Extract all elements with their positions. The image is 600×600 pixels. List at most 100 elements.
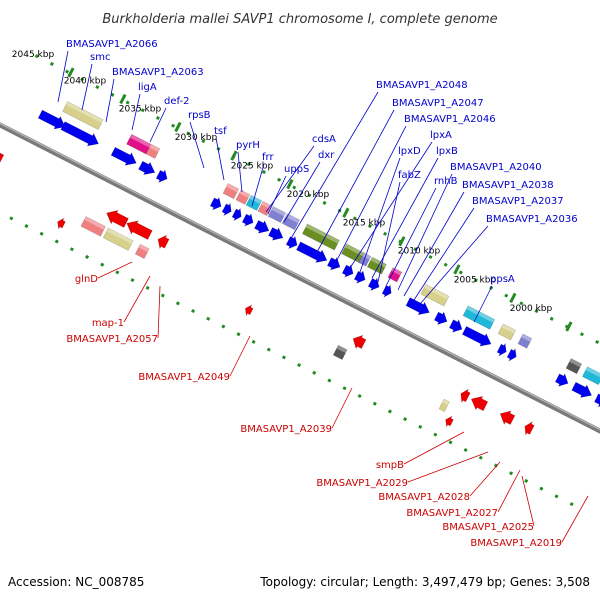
- gene-label-top: lpxB: [436, 146, 458, 157]
- gene-arrow: [221, 202, 232, 217]
- cog-box: [517, 333, 533, 349]
- scale-rail-inner: [569, 502, 574, 507]
- scale-rail-outer: [534, 309, 539, 314]
- gene-arrow-shape: [594, 393, 600, 407]
- leader-line: [105, 78, 115, 123]
- backbone-layer: [0, 122, 600, 434]
- backbone-line: [0, 122, 600, 434]
- leader-line: [81, 63, 93, 111]
- scale-rail-outer: [65, 69, 70, 74]
- gene-arrow: [155, 169, 168, 183]
- scale-rail-inner: [478, 455, 483, 460]
- cog-box-shine: [391, 267, 402, 276]
- leader-line: [407, 451, 489, 483]
- cog-box: [565, 358, 583, 375]
- leader-line: [215, 137, 225, 181]
- leader-line: [397, 173, 453, 291]
- gene-arrow-shape: [106, 210, 129, 228]
- gene-arrow: [461, 326, 492, 347]
- gene-arrow: [594, 393, 600, 407]
- scale-rail-inner: [175, 301, 180, 306]
- gene-label-bottom: BMASAVP1_A2029: [316, 478, 408, 489]
- leader-line: [97, 261, 133, 279]
- scale-rail-outer: [110, 92, 115, 97]
- gene-label-top: BMASAVP1_A2040: [450, 162, 542, 173]
- gene-label-top: BMASAVP1_A2037: [472, 196, 564, 207]
- scale-rail-outer: [595, 339, 600, 344]
- leader-line: [413, 207, 475, 301]
- gene-arrow-shape: [506, 347, 517, 362]
- scale-rail-outer: [277, 177, 282, 182]
- gene-arrow-shape: [367, 277, 380, 291]
- leader-line: [149, 107, 167, 143]
- scale-rail-inner: [312, 370, 317, 375]
- cog-box: [366, 256, 387, 275]
- leader-line: [331, 387, 353, 429]
- gene-arrow-shape: [405, 297, 430, 316]
- gene-label-top: BMASAVP1_A2063: [112, 67, 204, 78]
- gene-arrow-shape: [296, 241, 328, 263]
- cog-box: [80, 216, 106, 237]
- gene-arrow: [326, 256, 341, 271]
- cog-box-shape: [80, 216, 106, 237]
- cog-box-shine: [65, 101, 104, 124]
- gene-arrow: [0, 149, 5, 165]
- cog-box-shape: [134, 243, 150, 259]
- leader-line: [497, 469, 521, 513]
- gene-arrow-shape: [155, 169, 168, 183]
- topology-text: Topology: circular; Length: 3,497,479 bp…: [259, 575, 590, 589]
- cog-box: [438, 398, 450, 412]
- gene-arrow: [433, 311, 448, 325]
- cog-box: [387, 267, 403, 283]
- gene-arrow-shape: [460, 388, 471, 404]
- cog-box: [497, 323, 516, 341]
- cog-box-shine: [138, 244, 150, 253]
- scale-rail-outer: [549, 316, 554, 321]
- gene-arrow: [353, 270, 366, 284]
- gene-label-top: tsf: [214, 126, 227, 137]
- gene-arrow: [524, 421, 535, 437]
- scale-rail-outer: [383, 231, 388, 236]
- cog-box: [134, 243, 150, 259]
- cog-box: [420, 284, 450, 307]
- gene-arrow-shape: [138, 160, 156, 176]
- gene-label-top: BMASAVP1_A2046: [404, 114, 496, 125]
- scale-rail-inner: [539, 486, 544, 491]
- gene-arrow-shape: [157, 234, 170, 250]
- cog-box-shine: [129, 134, 152, 148]
- cog-box-shape: [245, 194, 263, 211]
- gene-label-top: BMASAVP1_A2047: [392, 98, 484, 109]
- leader-line: [403, 431, 465, 465]
- scale-label: 2010 kbp: [398, 247, 441, 257]
- gene-arrow: [254, 220, 270, 234]
- scale-tick: [565, 321, 573, 332]
- scale-rail-outer: [367, 224, 372, 229]
- leader-line: [349, 141, 433, 269]
- scale-rail-outer: [49, 61, 54, 66]
- gene-arrow-shape: [245, 304, 254, 317]
- scale-label: 2025 kbp: [231, 162, 274, 172]
- leader-line: [123, 275, 151, 323]
- gene-arrow-shape: [461, 326, 492, 347]
- gene-arrow: [470, 396, 489, 412]
- gene-label-top: BMASAVP1_A2036: [486, 214, 578, 225]
- scale-rail-outer: [443, 262, 448, 267]
- gene-arrow-shape: [110, 146, 137, 166]
- leader-line: [283, 161, 321, 223]
- scale-rail-inner: [509, 471, 514, 476]
- scale-rail-outer: [579, 332, 584, 337]
- gene-label-top: lpxD: [398, 146, 421, 157]
- scale-label: 2040 kbp: [64, 76, 107, 86]
- gene-arrow-shape: [241, 212, 254, 227]
- cog-box-shape: [267, 206, 286, 224]
- scale-tick: [286, 179, 294, 190]
- scale-tick: [174, 121, 182, 133]
- gene-arrow-shape: [499, 410, 516, 425]
- gene-arrow: [268, 227, 284, 241]
- cog-box-shape: [420, 284, 450, 307]
- leader-line: [289, 91, 379, 241]
- gene-label-top: BMASAVP1_A2066: [66, 39, 158, 50]
- gene-label-top: lpxA: [430, 130, 452, 141]
- scale-tick: [119, 93, 127, 105]
